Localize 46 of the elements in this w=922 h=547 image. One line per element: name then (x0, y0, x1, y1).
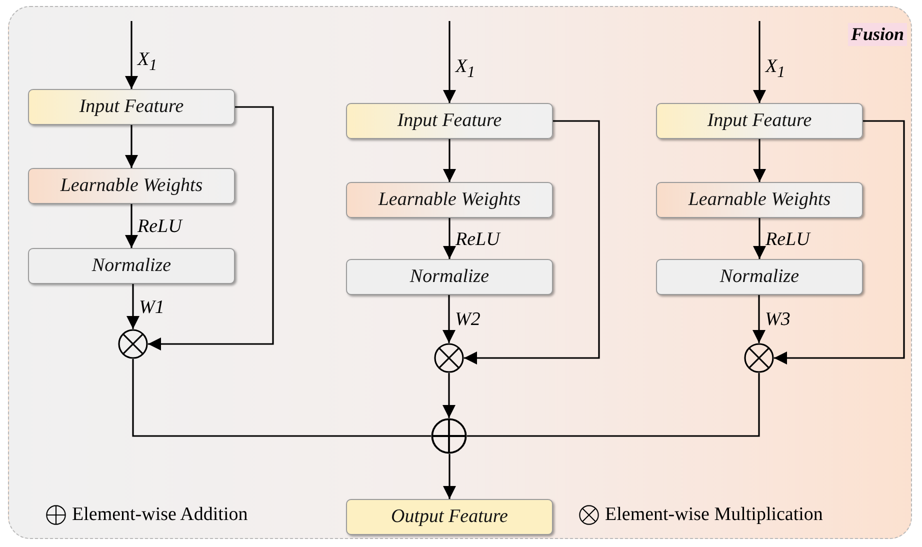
process-box: Input Feature (28, 89, 235, 125)
process-box: Input Feature (346, 103, 553, 139)
arrow (443, 21, 456, 103)
process-box: Normalize (28, 248, 235, 284)
edge-label: W1 (139, 298, 164, 316)
arrow (125, 21, 138, 89)
arrow (443, 218, 456, 259)
process-box: Learnable Weights (656, 182, 863, 218)
process-box: Normalize (346, 259, 553, 295)
arrow (126, 284, 140, 329)
edge-label: X$_{1}$ (766, 57, 786, 81)
multiplication-operator (434, 343, 464, 373)
arrow (464, 120, 600, 364)
process-box: Learnable Weights (346, 182, 553, 218)
edge-label: X$_{1}$ (456, 57, 476, 81)
arrow (753, 218, 766, 259)
legend-text: Element-wise Multiplication (605, 504, 823, 526)
edge-label: ReLU (456, 230, 500, 248)
arrow (442, 295, 456, 343)
arrow (125, 125, 138, 168)
edge-label: W3 (765, 310, 790, 329)
process-box: Input Feature (656, 103, 863, 139)
arrow (774, 120, 905, 364)
arrow (148, 106, 274, 350)
arrow (442, 373, 456, 418)
edge-label: ReLU (138, 217, 182, 236)
addition-operator (431, 418, 467, 454)
process-box: Normalize (656, 259, 863, 295)
fusion-panel (8, 6, 912, 539)
edge-label: W2 (455, 310, 480, 329)
connector-line (132, 359, 431, 437)
process-box: Output Feature (346, 499, 553, 535)
panel-title: Fusion (848, 23, 907, 46)
arrow (752, 295, 766, 343)
edge-label: ReLU (766, 230, 810, 248)
arrow (753, 21, 766, 103)
arrow (443, 454, 456, 499)
arrow (753, 139, 766, 182)
multiplication-operator (118, 329, 148, 359)
multiplication-operator (744, 343, 774, 373)
process-box: Learnable Weights (28, 168, 235, 204)
arrow (125, 204, 138, 248)
edge-label: X$_{1}$ (138, 50, 158, 74)
legend-text: Element-wise Addition (72, 504, 248, 526)
connector-line (467, 373, 760, 437)
arrow (443, 139, 456, 182)
